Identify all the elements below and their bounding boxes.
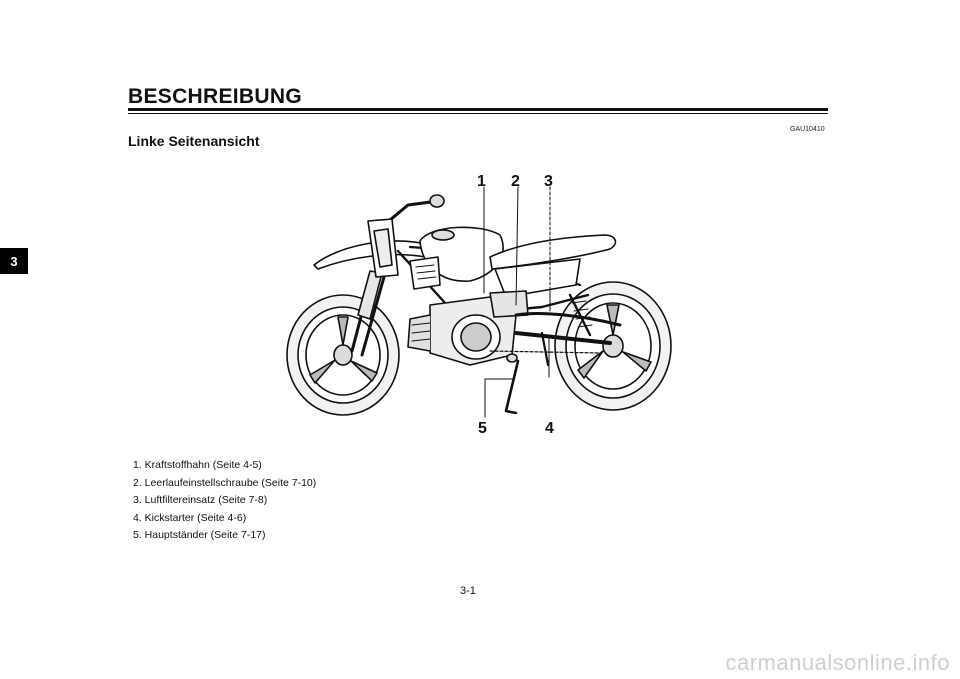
- legend-item: 1. Kraftstoffhahn (Seite 4-5): [133, 459, 262, 471]
- callout-5: 5: [478, 420, 487, 437]
- motorcycle-illustration: 1 2 3 4 5: [286, 173, 672, 437]
- chapter-tab: 3: [0, 248, 28, 274]
- title-rule: [128, 108, 828, 114]
- legend-item: 2. Leerlaufeinstellschraube (Seite 7-10): [133, 476, 317, 489]
- page-number: 3-1: [460, 585, 476, 597]
- callout-3: 3: [544, 173, 553, 190]
- section-heading: Linke Seitenansicht: [128, 133, 260, 149]
- front-wheel: [286, 294, 400, 416]
- callout-4: 4: [545, 420, 554, 437]
- callout-1: 1: [477, 173, 486, 190]
- watermark: carmanualsonline.info: [725, 650, 950, 675]
- parts-legend: 1. Kraftstoffhahn (Seite 4-5) 2. Leerlau…: [133, 457, 316, 545]
- legend-item: 4. Kickstarter (Seite 4-6): [133, 511, 247, 524]
- callout-2: 2: [511, 173, 520, 190]
- rear-wheel: [554, 281, 672, 411]
- engine: [407, 296, 517, 366]
- legend-item: 3. Luftfiltereinsatz (Seite 7-8): [133, 494, 268, 507]
- legend-item: 5. Hauptständer (Seite 7-17): [133, 529, 266, 542]
- doc-code: GAU10410: [790, 126, 825, 133]
- page-title: BESCHREIBUNG: [128, 85, 302, 108]
